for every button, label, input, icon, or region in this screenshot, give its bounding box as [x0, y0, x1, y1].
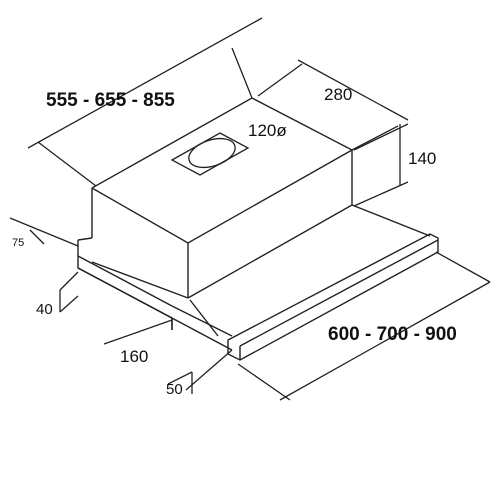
label-side-offset: 75	[12, 237, 24, 249]
duct-outlet	[170, 132, 250, 176]
label-front-offset: 160	[120, 347, 148, 366]
label-width-top: 555 - 655 - 855	[46, 90, 175, 111]
label-width-front: 600 - 700 - 900	[328, 324, 457, 345]
dimension-lines	[9, 17, 491, 401]
label-duct-diameter: 120ø	[248, 121, 287, 140]
label-front-height: 40	[36, 301, 53, 318]
label-height: 140	[408, 149, 436, 168]
label-depth: 280	[324, 85, 352, 104]
upper-housing	[91, 97, 354, 298]
dimension-labels: 555 - 655 - 855 280 120ø 140 75 40 160 5…	[12, 85, 457, 398]
label-visor-height: 50	[166, 381, 183, 398]
